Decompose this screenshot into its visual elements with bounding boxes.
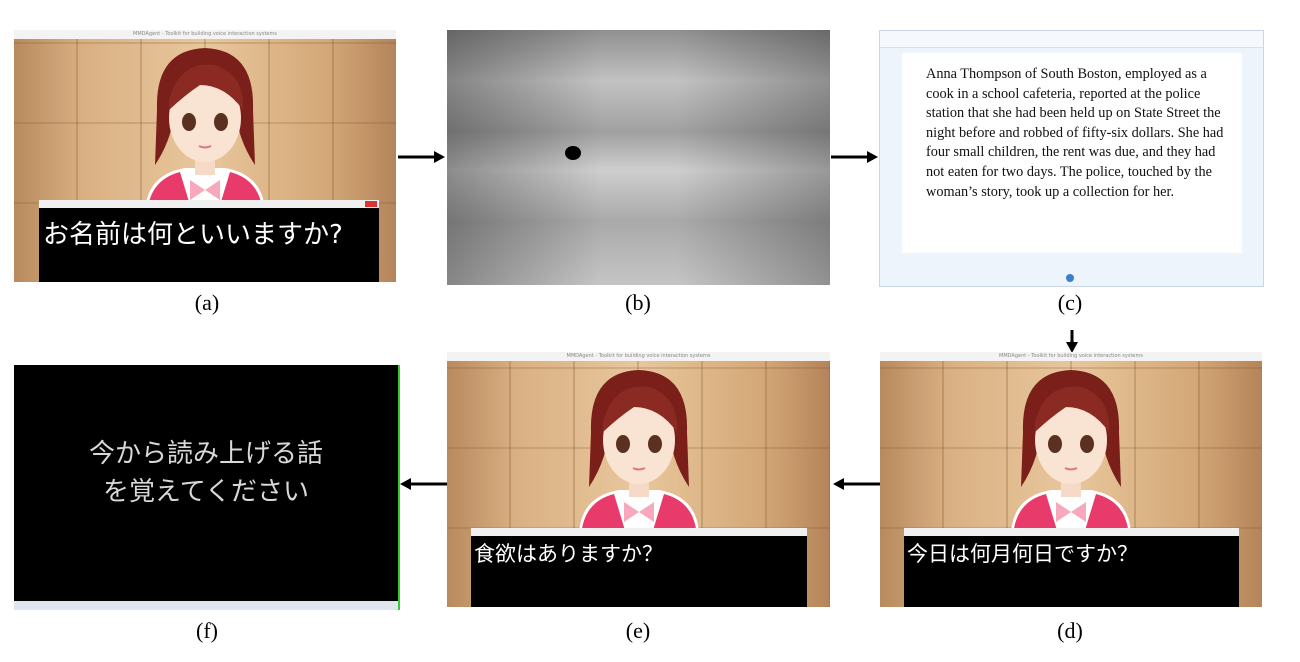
window-titlebar: MMDAgent - Toolkit for building voice in…: [447, 352, 830, 361]
arrow-left-e-f: [400, 478, 447, 490]
panel-label-c: (c): [1057, 290, 1083, 315]
arrow-right-b-c: [831, 151, 878, 163]
arrow-left-d-e: [833, 478, 880, 490]
story-text: Anna Thompson of South Boston, employed …: [902, 53, 1242, 253]
panel-label-d: (d): [1057, 618, 1083, 643]
subtitle-titlebar: [39, 200, 379, 208]
agent-character: [144, 47, 266, 215]
close-icon[interactable]: [365, 201, 377, 207]
agent-character: [577, 369, 700, 537]
panel-label-e: (e): [625, 618, 651, 643]
window-titlebar: MMDAgent - Toolkit for building voice in…: [14, 30, 396, 39]
panel-label-b: (b): [625, 290, 651, 315]
subtitle-window: お名前は何といいますか?: [39, 200, 379, 282]
panel-f-instruction-screen: 今から読み上げる話 を覚えてください: [14, 365, 400, 610]
subtitle-window: 今日は何月何日ですか？: [904, 528, 1239, 607]
play-icon[interactable]: [1066, 274, 1074, 282]
arrow-down-c-d: [1066, 330, 1078, 353]
panel-d-screenshot: MMDAgent - Toolkit for building voice in…: [880, 352, 1262, 607]
viewer-controls[interactable]: [1030, 274, 1110, 282]
fixation-dot: [565, 146, 581, 160]
arrow-right-a-b: [398, 151, 445, 163]
panel-b-fixation-screen: [447, 30, 830, 285]
panel-a-screenshot: MMDAgent - Toolkit for building voice in…: [14, 30, 396, 282]
panel-e-screenshot: MMDAgent - Toolkit for building voice in…: [447, 352, 830, 607]
subtitle-titlebar: [904, 528, 1239, 536]
instruction-text: 今から読み上げる話 を覚えてください: [88, 439, 323, 507]
panel-label-f: (f): [196, 618, 218, 643]
panel-label-a: (a): [194, 290, 220, 315]
panel-c-image-viewer: Anna Thompson of South Boston, employed …: [879, 30, 1264, 287]
subtitle-window: 食欲はありますか？: [471, 528, 807, 607]
agent-character: [1010, 369, 1132, 537]
subtitle-text: 食欲はありますか？: [474, 542, 663, 566]
subtitle-titlebar: [471, 528, 807, 536]
window-titlebar: MMDAgent - Toolkit for building voice in…: [880, 352, 1262, 361]
subtitle-text: お名前は何といいますか?: [43, 220, 343, 250]
taskbar: [14, 601, 398, 610]
subtitle-text: 今日は何月何日ですか？: [907, 542, 1138, 566]
